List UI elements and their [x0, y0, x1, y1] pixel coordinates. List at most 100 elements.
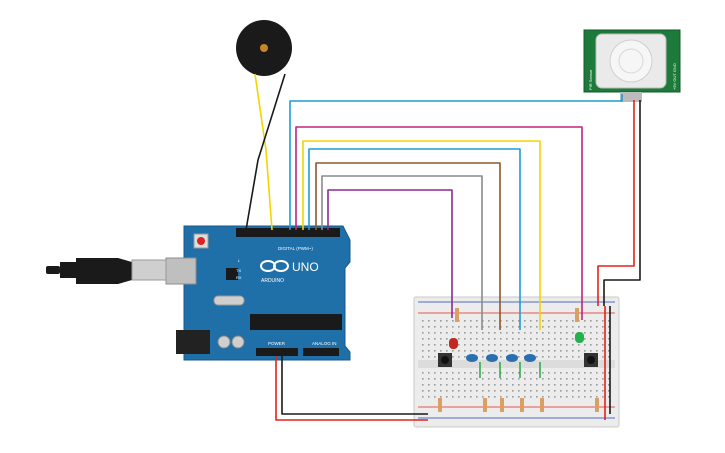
breadboard-hole: [530, 378, 532, 380]
breadboard-hole: [530, 384, 532, 386]
breadboard-hole: [608, 372, 610, 374]
breadboard-hole: [500, 338, 502, 340]
breadboard-hole: [440, 372, 442, 374]
breadboard-hole: [488, 344, 490, 346]
breadboard-hole: [464, 384, 466, 386]
breadboard-hole: [554, 350, 556, 352]
logo-label: ARDUINO: [261, 278, 284, 284]
breadboard-hole: [464, 396, 466, 398]
breadboard-hole: [494, 378, 496, 380]
breadboard-hole: [536, 332, 538, 334]
breadboard-hole: [512, 332, 514, 334]
breadboard-hole: [476, 372, 478, 374]
pir-sensor: PIR Sensor +5V OUT GND: [583, 29, 681, 102]
resistor: [455, 308, 459, 322]
breadboard-hole: [518, 384, 520, 386]
usb-cable: [46, 258, 167, 284]
breadboard-hole: [482, 344, 484, 346]
breadboard-hole: [512, 384, 514, 386]
breadboard-hole: [518, 320, 520, 322]
breadboard-hole: [572, 344, 574, 346]
breadboard-hole: [548, 396, 550, 398]
breadboard-hole: [548, 344, 550, 346]
breadboard-hole: [536, 384, 538, 386]
breadboard-hole: [434, 350, 436, 352]
digital-header: [236, 228, 340, 237]
breadboard-hole: [518, 378, 520, 380]
breadboard-hole: [590, 372, 592, 374]
breadboard-hole: [572, 356, 574, 358]
breadboard-hole: [488, 338, 490, 340]
breadboard-hole: [584, 372, 586, 374]
breadboard-hole: [512, 320, 514, 322]
breadboard-hole: [452, 350, 454, 352]
breadboard-hole: [584, 344, 586, 346]
breadboard-hole: [596, 344, 598, 346]
breadboard-hole: [536, 344, 538, 346]
breadboard-hole: [542, 396, 544, 398]
breadboard-hole: [566, 390, 568, 392]
breadboard-hole: [566, 384, 568, 386]
breadboard-hole: [440, 338, 442, 340]
dc-jack: [176, 330, 210, 354]
breadboard-hole: [428, 378, 430, 380]
breadboard-components: [438, 308, 599, 412]
breadboard-hole: [440, 332, 442, 334]
breadboard-hole: [560, 338, 562, 340]
breadboard-hole: [536, 378, 538, 380]
breadboard-hole: [584, 390, 586, 392]
digital-label: DIGITAL (PWM~): [278, 246, 313, 251]
green-led: [575, 332, 584, 343]
breadboard-hole: [608, 326, 610, 328]
breadboard-hole: [566, 396, 568, 398]
breadboard-hole: [476, 378, 478, 380]
breadboard-hole: [590, 332, 592, 334]
breadboard-hole: [542, 356, 544, 358]
breadboard-hole: [608, 350, 610, 352]
breadboard-hole: [458, 384, 460, 386]
breadboard-hole: [572, 372, 574, 374]
blue-component: [506, 354, 518, 362]
breadboard-hole: [506, 326, 508, 328]
resistor: [520, 398, 524, 412]
breadboard-hole: [590, 326, 592, 328]
breadboard-hole: [530, 344, 532, 346]
breadboard-hole: [422, 344, 424, 346]
breadboard-hole: [494, 390, 496, 392]
breadboard-hole: [596, 332, 598, 334]
breadboard-hole: [440, 390, 442, 392]
breadboard-hole: [428, 396, 430, 398]
breadboard-hole: [548, 378, 550, 380]
breadboard-hole: [608, 384, 610, 386]
breadboard-hole: [602, 372, 604, 374]
breadboard-hole: [458, 396, 460, 398]
breadboard-hole: [548, 390, 550, 392]
breadboard-hole: [608, 344, 610, 346]
breadboard-hole: [470, 384, 472, 386]
breadboard-hole: [560, 344, 562, 346]
breadboard-hole: [536, 326, 538, 328]
breadboard-hole: [464, 350, 466, 352]
breadboard-hole: [422, 320, 424, 322]
breadboard-hole: [428, 390, 430, 392]
wires: [245, 73, 641, 421]
breadboard-hole: [542, 390, 544, 392]
breadboard-hole: [518, 326, 520, 328]
breadboard-hole: [542, 332, 544, 334]
breadboard-hole: [608, 390, 610, 392]
breadboard-hole: [524, 390, 526, 392]
breadboard-hole: [500, 372, 502, 374]
breadboard-hole: [602, 378, 604, 380]
breadboard-hole: [602, 326, 604, 328]
breadboard-hole: [530, 320, 532, 322]
breadboard-hole: [524, 384, 526, 386]
piezo-buzzer: [236, 20, 292, 76]
breadboard-hole: [464, 320, 466, 322]
breadboard-hole: [584, 326, 586, 328]
breadboard-hole: [590, 390, 592, 392]
breadboard-hole: [584, 396, 586, 398]
breadboard-hole: [428, 332, 430, 334]
breadboard-hole: [452, 332, 454, 334]
breadboard-hole: [488, 326, 490, 328]
breadboard-hole: [476, 396, 478, 398]
